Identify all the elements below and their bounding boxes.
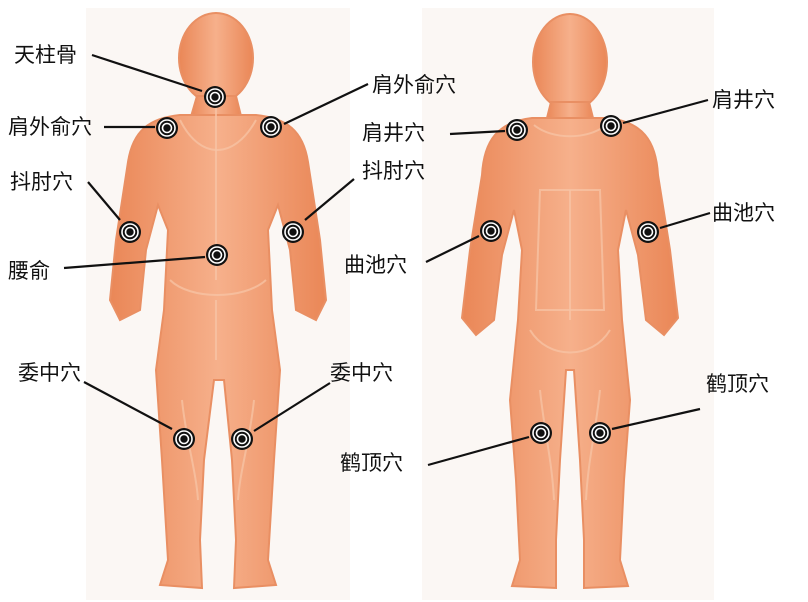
acupoint-label: 鹤顶穴 [340, 451, 403, 475]
acupoint-marker-icon [589, 422, 611, 444]
acupoint-marker-icon [637, 221, 659, 243]
acupoint-label: 委中穴 [18, 361, 81, 385]
acupoint-marker-icon [204, 86, 226, 108]
acupoint-marker-icon [231, 428, 253, 450]
acupoint-marker-icon [282, 221, 304, 243]
acupoint-marker-icon [506, 119, 528, 141]
acupoint-label: 委中穴 [330, 361, 393, 385]
acupoint-label: 肩外俞穴 [372, 73, 456, 97]
acupoint-marker-icon [260, 116, 282, 138]
acupoint-label: 天柱骨 [14, 43, 77, 67]
acupoint-marker-icon [173, 428, 195, 450]
acupoint-marker-icon [480, 220, 502, 242]
acupoint-marker-icon [600, 115, 622, 137]
acupoint-label: 曲池穴 [712, 201, 775, 225]
acupoint-marker-icon [206, 244, 228, 266]
acupoint-label: 肩井穴 [712, 88, 775, 112]
acupoint-label: 鹤顶穴 [706, 372, 769, 396]
acupoint-label: 抖肘穴 [362, 159, 425, 183]
acupoint-label: 曲池穴 [344, 253, 407, 277]
acupoint-label: 肩井穴 [362, 121, 425, 145]
acupoint-marker-icon [156, 117, 178, 139]
acupoint-marker-icon [119, 221, 141, 243]
acupoint-label: 腰俞 [8, 259, 50, 283]
acupoint-marker-icon [530, 422, 552, 444]
acupoint-label: 抖肘穴 [10, 170, 73, 194]
acupoint-label: 肩外俞穴 [8, 115, 92, 139]
